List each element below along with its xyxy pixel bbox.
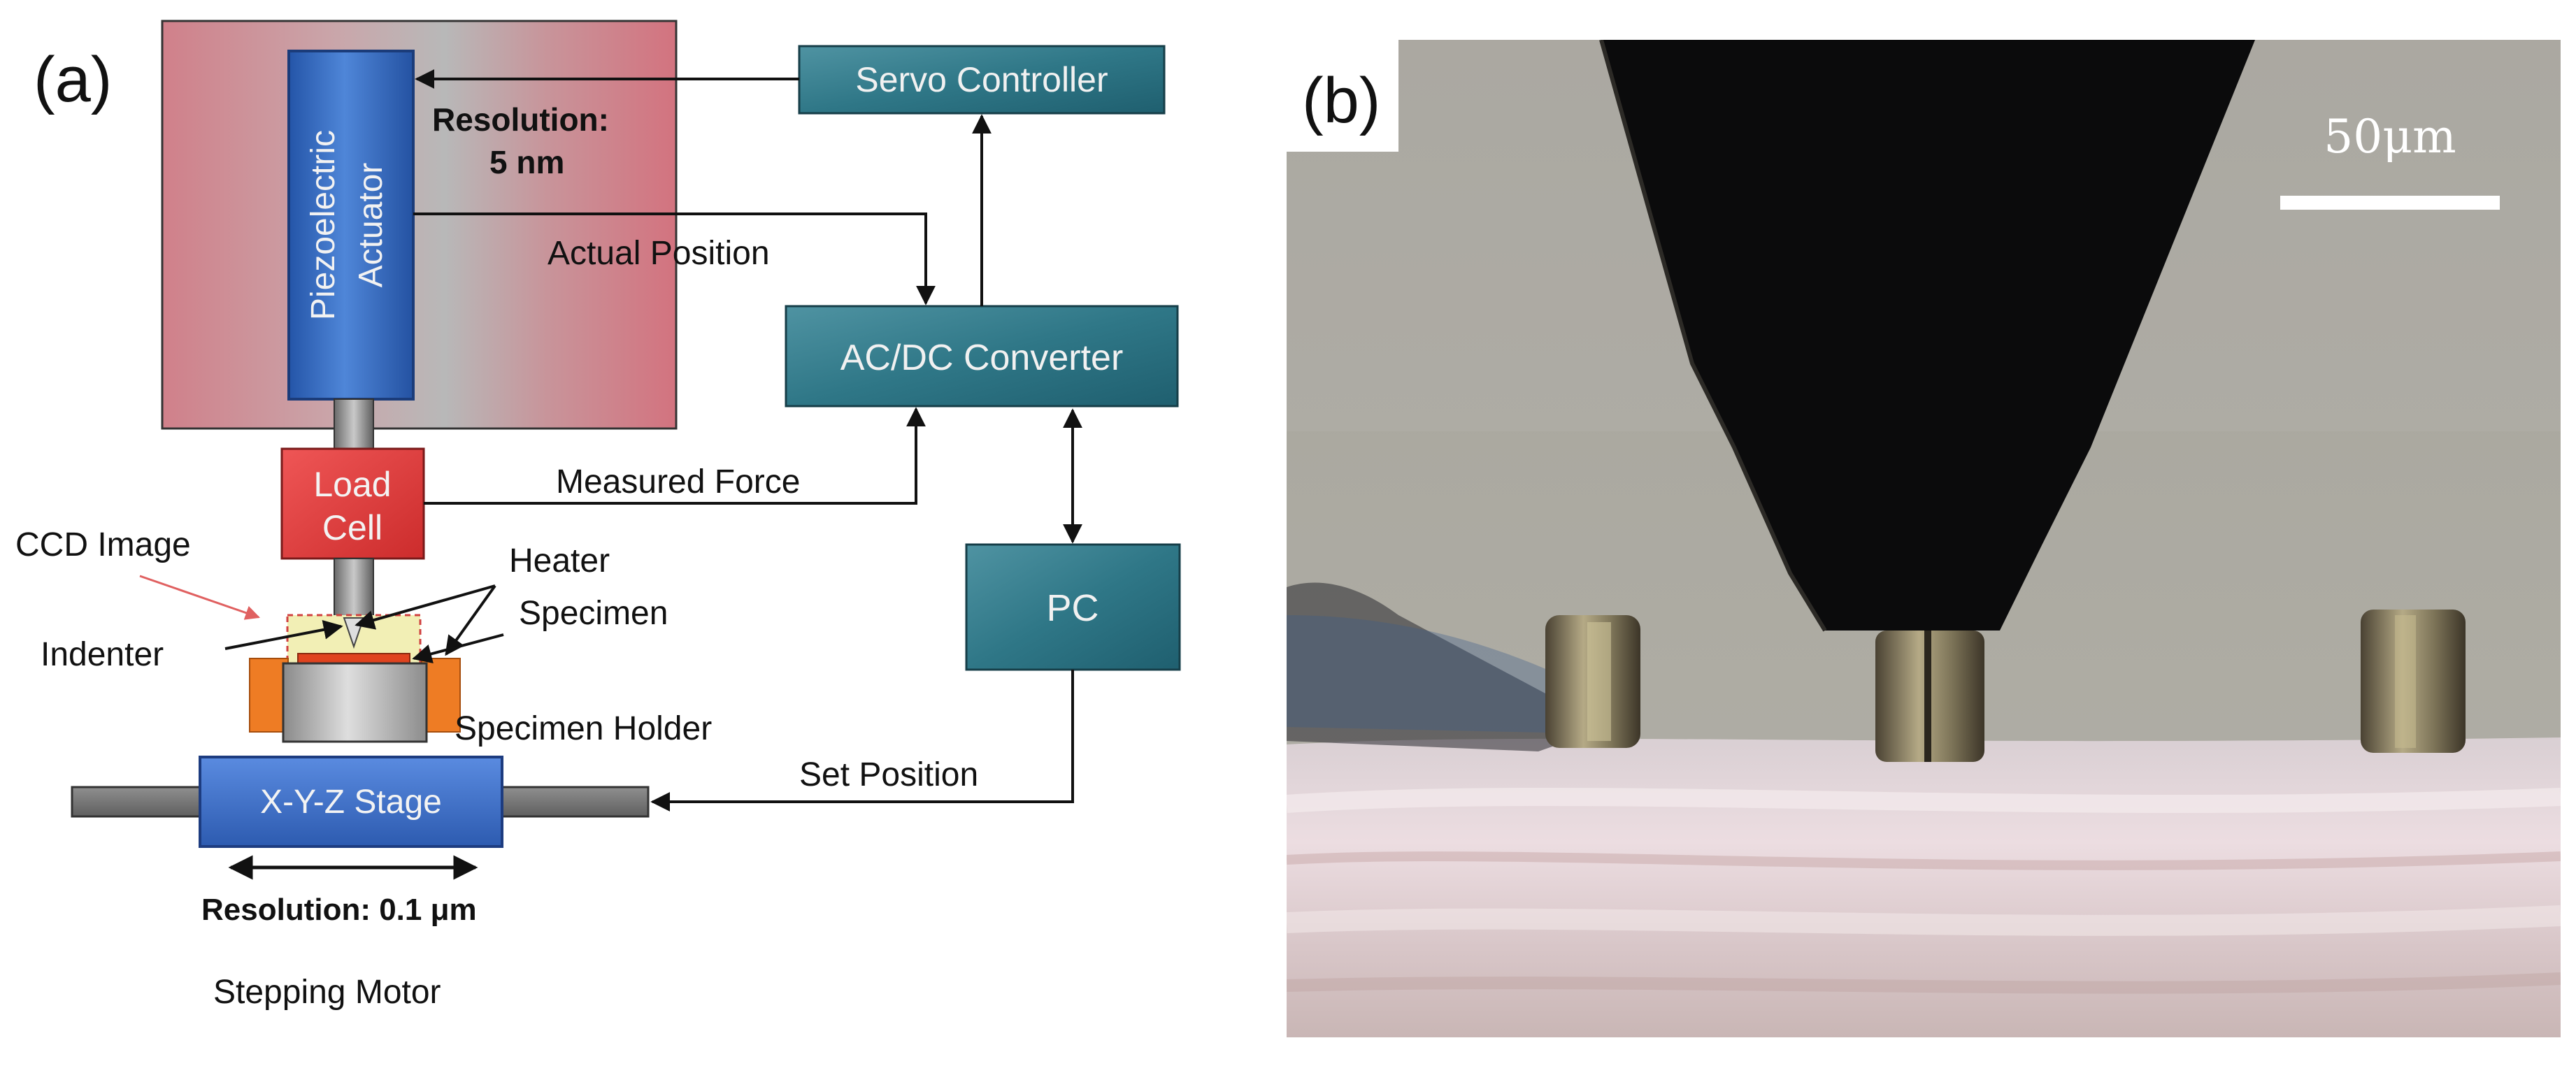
panel-a: (a) Piezoelectric Actuator Load Cell X-Y… [15, 20, 1181, 1011]
piezo-resolution-label-line2: 5 nm [489, 144, 564, 180]
piezo-actuator-label-line1: Piezoelectric [305, 130, 342, 320]
pc-block [965, 543, 1181, 671]
panel-b-label-box [1287, 40, 1398, 152]
specimen-holder-label: Specimen Holder [455, 710, 712, 747]
xyz-stage-block [199, 756, 503, 848]
xyz-stage-label: X-Y-Z Stage [260, 784, 442, 821]
stage-resolution-label: Resolution: 0.1 μm [201, 893, 477, 927]
specimen-pointer [412, 633, 504, 664]
heater-left [249, 658, 289, 733]
measured-force-arrow [424, 407, 926, 505]
pc-label: PC [1046, 587, 1099, 629]
specimen [297, 653, 410, 664]
ccd-image-pointer [139, 575, 260, 620]
indenter-label: Indenter [41, 636, 164, 673]
indenter-pointer [224, 620, 343, 650]
panel-b: 50μm (b) [1287, 40, 2561, 1037]
specimen-label: Specimen [519, 595, 668, 632]
ccd-image-label: CCD Image [15, 526, 191, 563]
specimen-holder [282, 662, 428, 743]
scale-bar-label: 50μm [2324, 110, 2456, 164]
pillar-center [1875, 631, 1984, 762]
piezo-actuator-block [287, 50, 415, 401]
actual-position-arrow [413, 213, 936, 305]
servo-controller-label: Servo Controller [855, 60, 1108, 99]
load-cell-label-line2: Cell [322, 508, 382, 547]
acdc-converter-label: AC/DC Converter [840, 338, 1124, 378]
load-cell-label-line1: Load [313, 465, 391, 504]
pillar-right [2361, 610, 2466, 753]
indenter-probe [1601, 40, 2255, 631]
heater-label: Heater [509, 542, 610, 579]
actual-position-label: Actual Position [548, 235, 770, 272]
heater-pointer-right [445, 584, 496, 656]
set-position-arrow [650, 670, 1074, 812]
heater-pointer-left [355, 584, 496, 630]
set-position-label: Set Position [799, 756, 978, 793]
upper-rod [334, 398, 374, 449]
servo-controller-block [798, 45, 1166, 115]
measured-force-label: Measured Force [556, 463, 800, 500]
pillar-left [1545, 615, 1640, 748]
piezo-resolution-label-line1: Resolution: [432, 101, 609, 138]
panel-a-label: (a) [34, 44, 112, 115]
panel-b-label: (b) [1302, 65, 1380, 136]
stepping-motor-label: Stepping Motor [213, 974, 441, 1011]
piezo-actuator-label-line2: Actuator [352, 163, 389, 288]
load-cell-block [280, 447, 425, 560]
lower-rod [334, 558, 374, 619]
actuator-housing [161, 20, 678, 430]
